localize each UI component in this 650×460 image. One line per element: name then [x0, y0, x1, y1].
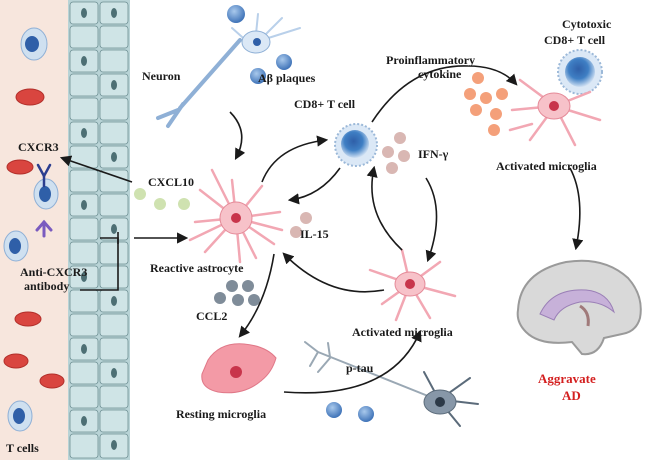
ccl2-dots	[214, 280, 260, 306]
cxcr3-receptor	[36, 163, 52, 188]
label-cxcr3: CXCR3	[18, 140, 59, 154]
activated-microglia-mid	[368, 248, 457, 322]
activated-microglia-top	[508, 78, 602, 147]
anti-cxcr3-antibody	[35, 219, 53, 238]
label-cd8-t-cell: CD8+ T cell	[294, 97, 356, 111]
label-cytotoxic-cd8: CD8+ T cell	[544, 33, 606, 47]
ifn-gamma-dots	[382, 132, 410, 174]
proinflammatory-cytokine-dots	[464, 72, 508, 136]
label-ifn-gamma: IFN-γ	[418, 147, 449, 161]
label-neuron: Neuron	[142, 69, 181, 83]
cytotoxic-cd8-t-cell	[557, 49, 603, 95]
label-il15: IL-15	[300, 227, 329, 241]
resting-microglia	[201, 343, 277, 394]
il15-dots	[290, 212, 312, 238]
label-cxcl10: CXCL10	[148, 175, 194, 189]
red-blood-cells	[3, 88, 65, 389]
cxcl10-dots	[134, 188, 190, 210]
label-t-cells: T cells	[6, 441, 39, 455]
label-ad: AD	[562, 388, 581, 403]
blood-vessel	[0, 0, 68, 460]
label-cytokine: cytokine	[418, 67, 462, 81]
label-ptau: p-tau	[346, 361, 374, 375]
label-resting-microglia: Resting microglia	[176, 407, 266, 421]
label-reactive-astrocyte: Reactive astrocyte	[150, 261, 244, 275]
ptau-neuron	[304, 341, 479, 427]
cd8-t-cell	[334, 123, 378, 167]
brain	[516, 259, 642, 356]
label-activated-microglia-mid: Activated microglia	[352, 325, 453, 339]
label-proinflammatory: Proinflammatory	[386, 53, 475, 67]
label-anti-cxcr3: Anti-CXCR3	[20, 265, 87, 279]
inhibition-connector	[80, 232, 119, 291]
label-activated-microglia-top: Activated microglia	[496, 159, 597, 173]
label-ccl2: CCL2	[196, 309, 227, 323]
reactive-astrocyte	[188, 168, 284, 264]
label-abeta-plaques: Aβ plaques	[258, 71, 316, 85]
blood-brain-barrier	[68, 0, 130, 460]
label-cytotoxic: Cytotoxic	[562, 17, 612, 31]
arrows	[59, 65, 584, 394]
neuron	[156, 5, 301, 128]
vessel-t-cells	[3, 27, 59, 432]
label-antibody: antibody	[24, 279, 69, 293]
label-aggravate: Aggravate	[538, 371, 596, 386]
